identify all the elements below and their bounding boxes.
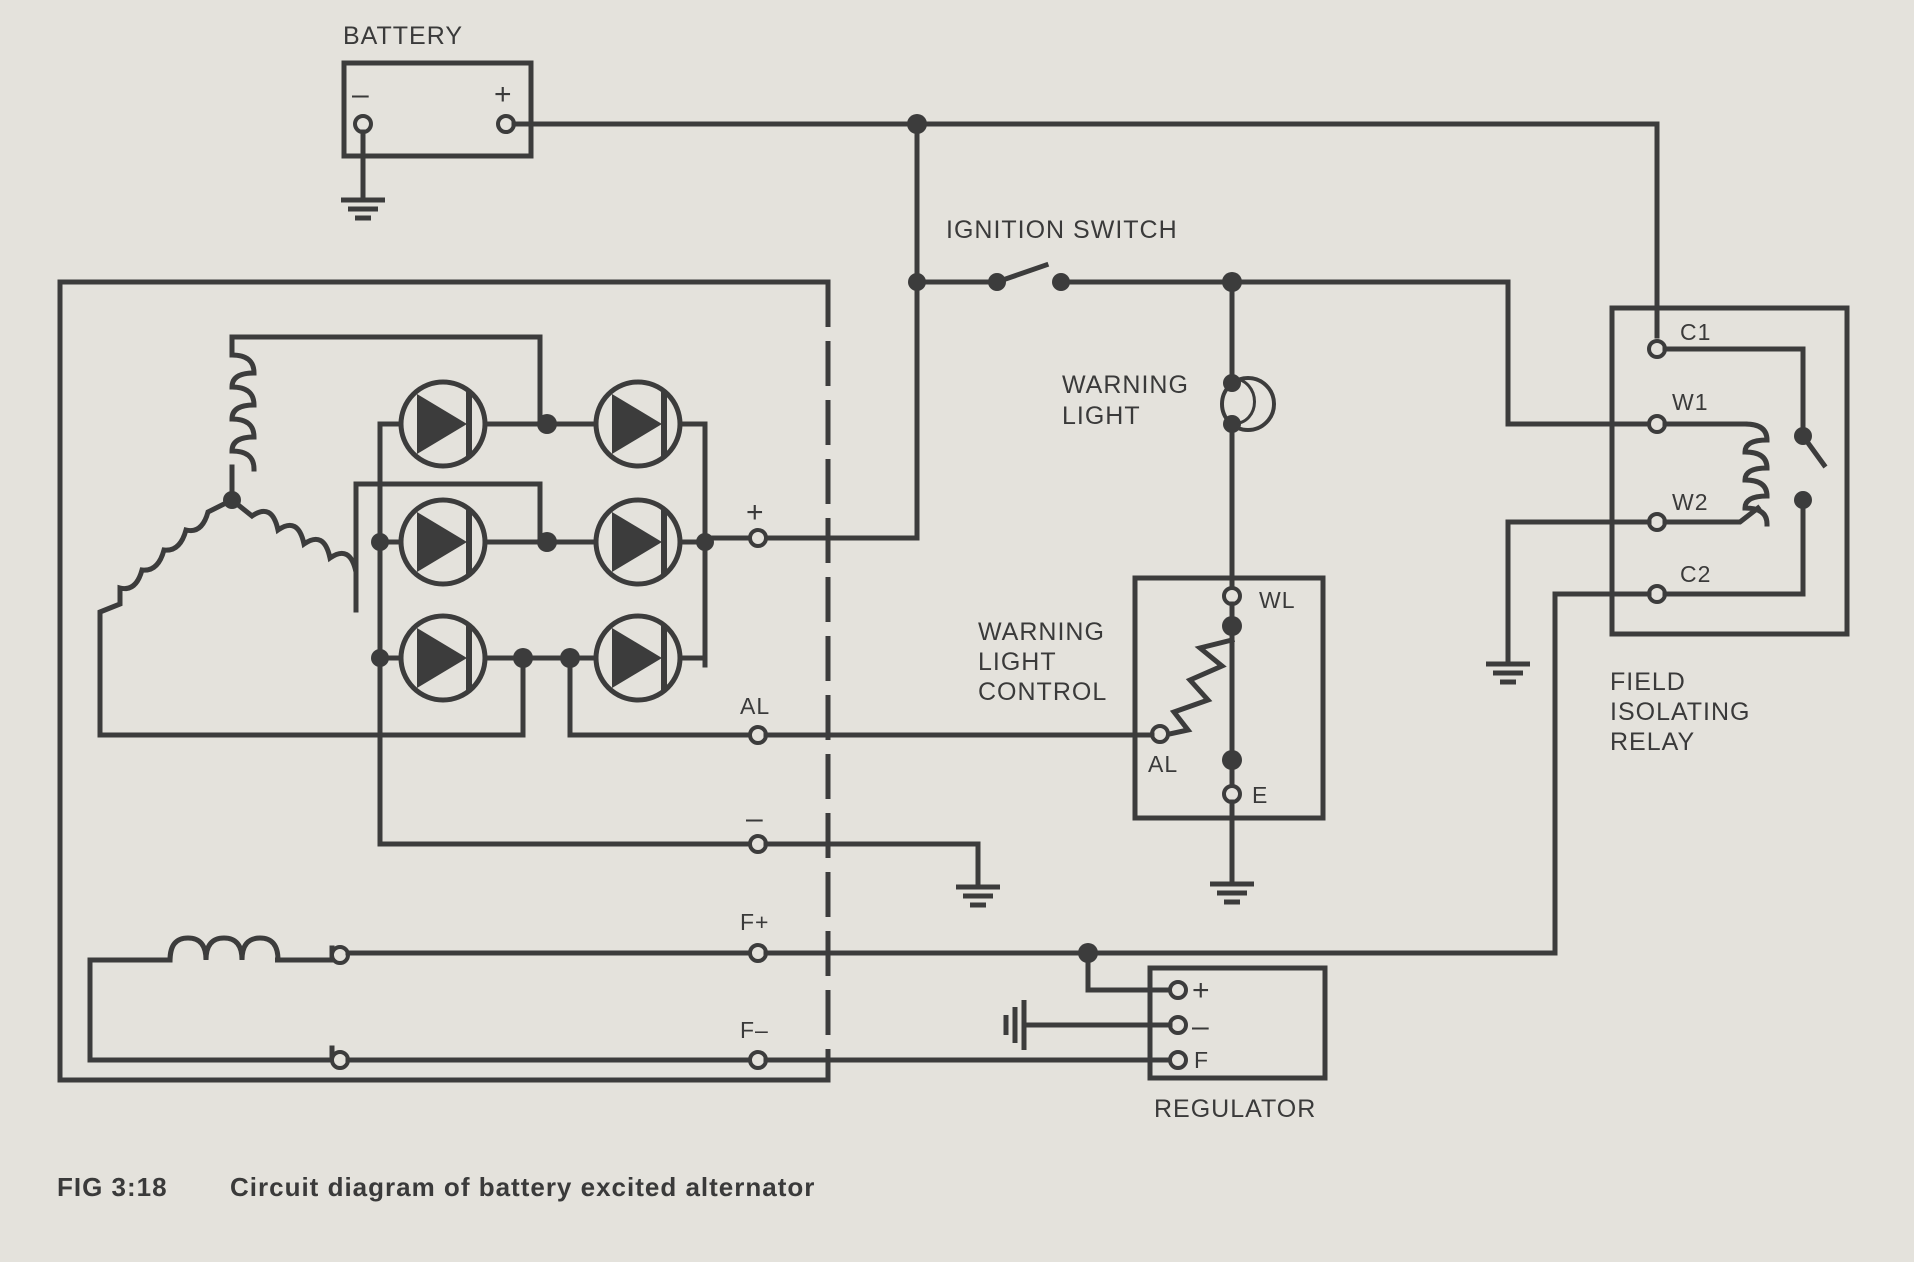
caption-fig-number: FIG 3:18 bbox=[57, 1172, 168, 1202]
relay-c2-label: C2 bbox=[1680, 561, 1711, 587]
relay-line3: RELAY bbox=[1610, 728, 1695, 756]
battery-pos-label: + bbox=[494, 78, 513, 111]
wlc-line3: CONTROL bbox=[978, 678, 1107, 706]
relay-line2: ISOLATING bbox=[1610, 698, 1751, 726]
alt-fneg-label: F– bbox=[740, 1017, 769, 1043]
relay-w1-label: W1 bbox=[1672, 389, 1709, 415]
warning-light: WARNING LIGHT bbox=[1062, 279, 1276, 593]
warning-light-line1: WARNING bbox=[1062, 371, 1189, 399]
relay-w2-label: W2 bbox=[1672, 489, 1709, 515]
caption-text: Circuit diagram of battery excited alter… bbox=[230, 1172, 815, 1202]
field-isolating-relay: C1 W1 W2 C2 FIELD ISOLATING RELAY bbox=[1486, 305, 1850, 756]
figure-caption: FIG 3:18 Circuit diagram of battery exci… bbox=[57, 1172, 815, 1202]
wlc-wl-label: WL bbox=[1259, 587, 1296, 613]
relay-line1: FIELD bbox=[1610, 668, 1686, 696]
regulator-f-label: F bbox=[1194, 1047, 1209, 1073]
regulator-title: REGULATOR bbox=[1154, 1095, 1316, 1123]
battery: BATTERY – + bbox=[341, 22, 534, 218]
wlc-line1: WARNING bbox=[978, 618, 1105, 646]
warning-light-control: WARNING LIGHT CONTROL WL AL E bbox=[978, 575, 1326, 902]
alt-al-label: AL bbox=[740, 693, 770, 719]
warning-light-line2: LIGHT bbox=[1062, 402, 1141, 430]
battery-neg-label: – bbox=[352, 78, 370, 111]
alternator: + AL – F+ F– bbox=[57, 279, 1155, 1083]
wlc-line2: LIGHT bbox=[978, 648, 1057, 676]
ignition-switch-label: IGNITION SWITCH bbox=[946, 216, 1178, 244]
regulator-pos-label: + bbox=[1192, 974, 1211, 1007]
battery-title: BATTERY bbox=[343, 22, 463, 50]
alt-fpos-label: F+ bbox=[740, 909, 769, 935]
wlc-e-label: E bbox=[1252, 782, 1268, 808]
relay-c1-label: C1 bbox=[1680, 319, 1711, 345]
regulator-neg-label: – bbox=[1192, 1010, 1210, 1043]
ignition-switch: IGNITION SWITCH bbox=[914, 216, 1178, 291]
regulator: + – F REGULATOR bbox=[1003, 965, 1328, 1123]
alt-neg-label: – bbox=[746, 802, 764, 835]
alt-pos-label: + bbox=[746, 496, 765, 529]
wlc-al-label: AL bbox=[1148, 751, 1178, 777]
